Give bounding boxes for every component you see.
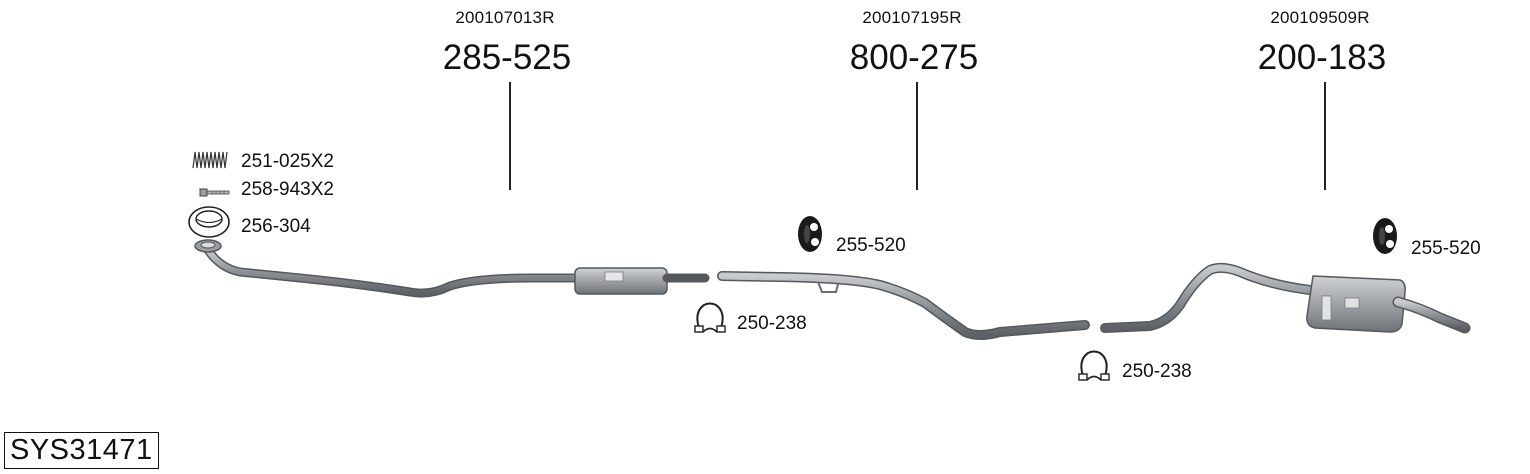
front-pipe[interactable] xyxy=(194,239,710,298)
oem-number-middle: 200107195R xyxy=(862,8,962,27)
label-gasket[interactable]: 256-304 xyxy=(241,216,311,237)
label-hanger-rear[interactable]: 255-520 xyxy=(1411,238,1481,259)
clamp-icon xyxy=(694,302,726,333)
hanger-icon xyxy=(1373,218,1397,254)
label-spring[interactable]: 251-025X2 xyxy=(241,151,334,172)
part-number-rear-muffler[interactable]: 200-183 xyxy=(1257,38,1387,77)
label-clamp-rear[interactable]: 250-238 xyxy=(1122,361,1192,382)
label-clamp-front[interactable]: 250-238 xyxy=(737,313,807,334)
label-hanger-middle[interactable]: 255-520 xyxy=(836,235,906,256)
gasket-icon xyxy=(188,206,230,238)
oem-number-rear: 200109509R xyxy=(1270,8,1370,27)
system-code-box: SYS31471 xyxy=(4,432,159,469)
oem-number-front: 200107013R xyxy=(455,8,555,27)
spring-icon xyxy=(191,151,229,169)
part-number-middle-pipe[interactable]: 800-275 xyxy=(849,38,979,77)
clamp-icon xyxy=(1078,350,1110,381)
hanger-icon xyxy=(798,216,822,252)
leader-line-rear xyxy=(1324,82,1326,190)
leader-line-middle xyxy=(916,82,918,190)
part-number-front-pipe[interactable]: 285-525 xyxy=(442,38,572,77)
rear-muffler-assembly[interactable] xyxy=(1100,262,1471,334)
leader-line-front xyxy=(509,82,511,190)
middle-pipe[interactable] xyxy=(717,271,1090,340)
bolt-icon xyxy=(199,188,230,197)
label-bolt[interactable]: 258-943X2 xyxy=(241,179,334,200)
